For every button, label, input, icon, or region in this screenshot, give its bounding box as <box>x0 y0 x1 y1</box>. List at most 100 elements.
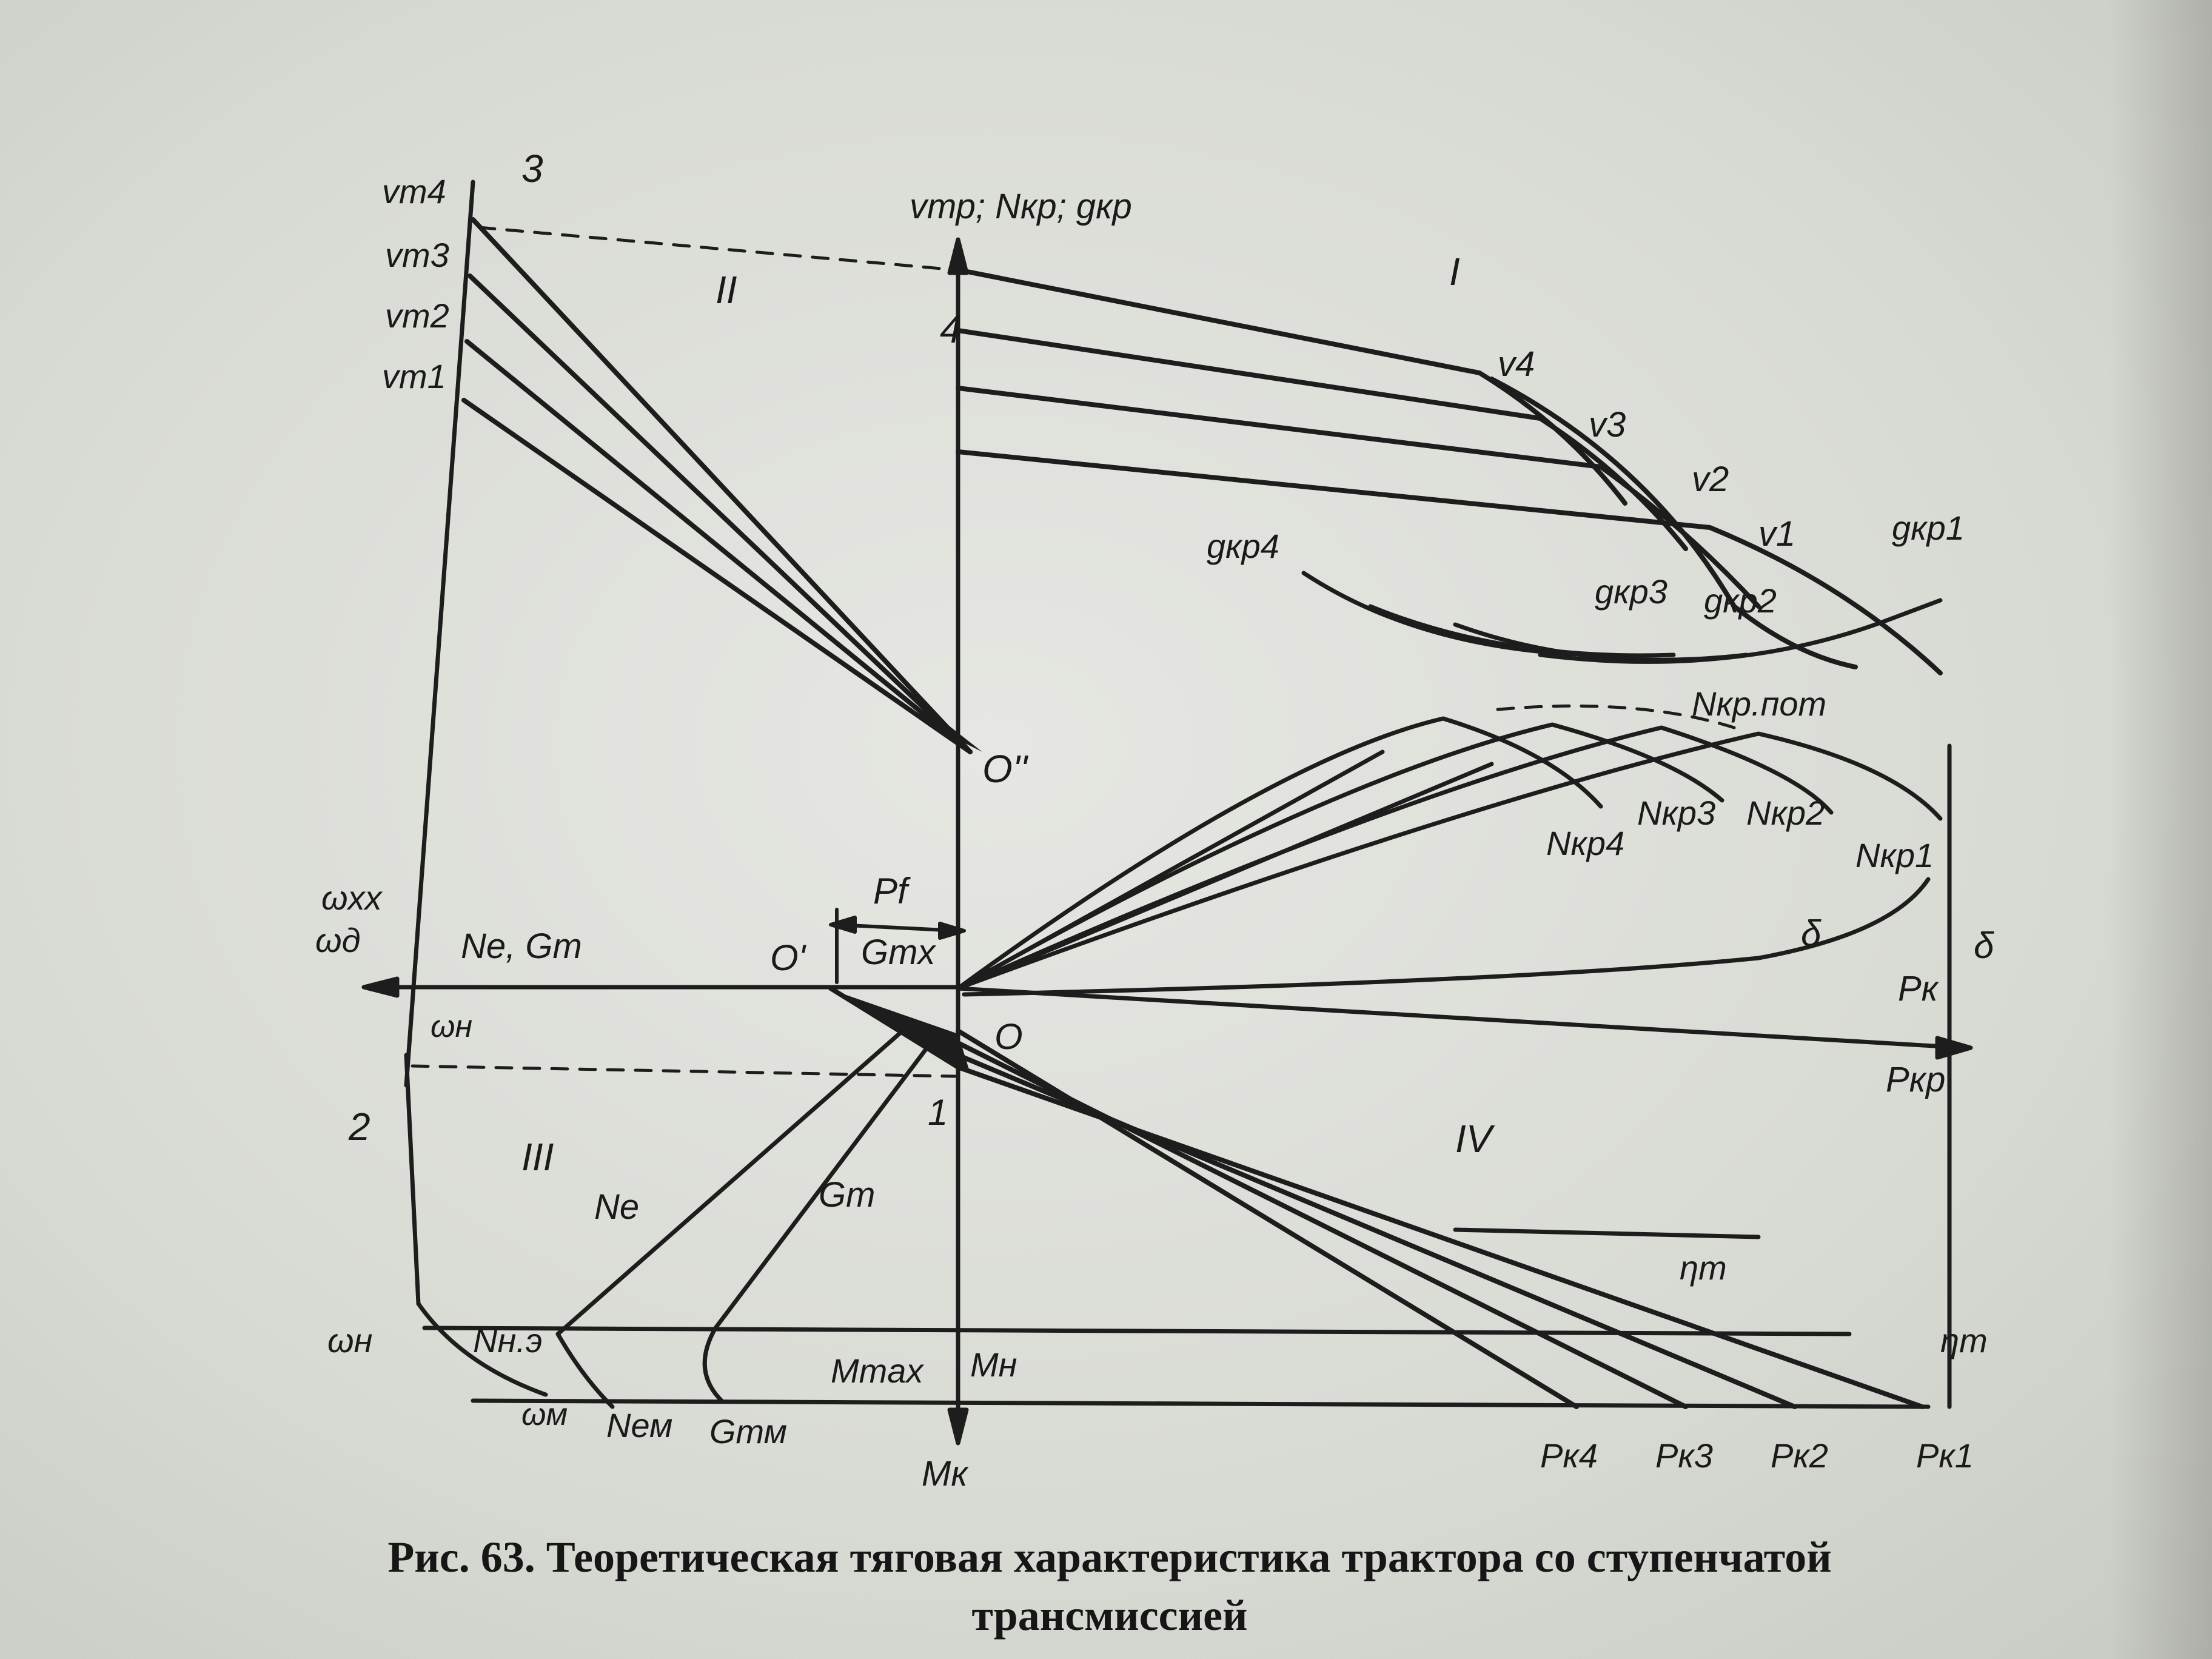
label-eta-axis: ηт <box>1940 1321 1988 1359</box>
label-gt: Gт <box>819 1175 875 1215</box>
pf-marker <box>829 908 966 984</box>
nkr-fan-2 <box>956 762 1494 991</box>
label-gkr1: gкр1 <box>1892 509 1965 547</box>
dashed-arc-nkr-pot <box>1496 704 1736 729</box>
label-o: O <box>994 1016 1023 1057</box>
label-v3: v3 <box>1589 405 1626 444</box>
figure-caption: Рис. 63. Теоретическая тяговая характери… <box>230 1528 1989 1644</box>
label-pk2: Pк2 <box>1771 1436 1828 1475</box>
label-delta-curve: δ <box>1801 913 1822 954</box>
mmax-line <box>471 1398 1931 1409</box>
label-nkr-pot: Nкр.пот <box>1692 685 1826 723</box>
oprime-prime-node <box>897 685 982 752</box>
eta-line <box>1453 1227 1761 1239</box>
dashed-line-top <box>477 226 957 272</box>
label-quadrant-ii: II <box>716 268 737 312</box>
label-pkr: Pкр <box>1886 1060 1945 1099</box>
label-o-prime: O' <box>770 937 807 978</box>
label-gkr2: gкр2 <box>1704 581 1777 620</box>
label-pk1: Pк1 <box>1916 1436 1974 1475</box>
ne-curve-lower <box>555 1332 615 1409</box>
label-nkr4: Nкр4 <box>1546 824 1624 862</box>
label-omega-m: ωм <box>521 1397 568 1432</box>
label-point-2: 2 <box>348 1105 370 1148</box>
vt-axis <box>404 179 475 1088</box>
page-edge-shadow <box>2109 0 2212 1659</box>
label-nkr1: Nкр1 <box>1855 836 1934 874</box>
v1-curve <box>956 449 1943 675</box>
label-o-double-prime: O'' <box>982 747 1029 791</box>
nkr2-curve <box>956 725 1834 991</box>
nkr-fan-1 <box>956 749 1385 991</box>
label-v4: v4 <box>1498 344 1535 384</box>
nkr-curves <box>956 716 1943 991</box>
label-gkr4: gкр4 <box>1207 527 1279 565</box>
caption-line-1: Рис. 63. Теоретическая тяговая характери… <box>387 1533 1832 1581</box>
axes <box>361 179 1973 1446</box>
label-mk: Mк <box>922 1454 969 1493</box>
omega-curve <box>416 1301 548 1397</box>
quadrant-iii-engine-curves <box>416 1022 1931 1409</box>
label-pf: Pf <box>873 871 911 911</box>
v4-curve <box>956 267 1627 506</box>
speed-envelope <box>1489 377 1858 669</box>
label-ne: Nе <box>594 1187 639 1227</box>
label-omega-n: ωн <box>327 1321 372 1359</box>
left-lower-axis <box>404 1053 421 1306</box>
label-axis-top: vтр; Nкр; gкр <box>910 187 1132 226</box>
quadrant-iv-force-rays <box>828 986 1925 1409</box>
delta-curve <box>962 877 1931 997</box>
gt-line <box>702 1028 942 1403</box>
label-omega-d: ωд <box>315 921 361 959</box>
label-ne-gt: Nе, Gт <box>461 927 582 966</box>
label-gtx: Gтх <box>861 933 936 972</box>
label-delta-axis: δ <box>1974 925 1994 966</box>
label-pk3: Pк3 <box>1655 1436 1713 1475</box>
labels: vт4 3 vт3 vт2 vт1 II vтр; Nкр; gкр 4 I v… <box>315 147 1994 1493</box>
mn-line <box>422 1326 1852 1336</box>
label-quadrant-iv: IV <box>1455 1117 1495 1161</box>
label-pk: Pк <box>1898 969 1940 1008</box>
horizontal-axis-arrow-left <box>361 976 400 998</box>
label-vt2: vт2 <box>385 297 449 335</box>
gkr1-curve <box>1538 598 1943 664</box>
label-quadrant-iii: III <box>521 1135 554 1179</box>
label-point-4: 4 <box>940 307 962 351</box>
gkr3-curve <box>1368 604 1676 658</box>
gkr4-curve <box>1301 571 1591 657</box>
label-mn: Mн <box>970 1346 1017 1384</box>
vertical-axis-arrow-bottom <box>947 1407 969 1446</box>
label-nkr3: Nкр3 <box>1637 794 1715 832</box>
nkr4-curve <box>956 716 1603 991</box>
label-eta-line: ηт <box>1680 1248 1727 1287</box>
label-nkr2: Nкр2 <box>1746 794 1825 832</box>
pkr-axis <box>956 986 1967 1050</box>
nkr3-curve <box>956 722 1724 991</box>
label-pk4: Pк4 <box>1540 1436 1598 1475</box>
label-gtm: Gтм <box>709 1412 787 1450</box>
label-v1: v1 <box>1758 514 1795 554</box>
dashed-line-mid <box>411 1064 957 1078</box>
label-quadrant-i: I <box>1449 250 1460 293</box>
label-mmax: Mmax <box>831 1352 924 1390</box>
ne-line <box>555 1022 912 1336</box>
label-gkr3: gкр3 <box>1595 572 1667 611</box>
quadrant-ii-speed-rays <box>461 217 973 754</box>
caption-line-2: трансмиссией <box>971 1591 1248 1640</box>
nkr1-curve <box>956 731 1943 991</box>
label-omega-n-top: ωн <box>431 1009 472 1044</box>
label-nem: Nем <box>606 1406 672 1444</box>
label-point-1: 1 <box>928 1092 948 1133</box>
quadrant-i-speed-curves <box>956 267 1943 675</box>
label-n-ne: Nн.э <box>473 1321 542 1359</box>
label-v2: v2 <box>1692 460 1729 499</box>
label-vt3: vт3 <box>385 236 449 274</box>
label-vt1: vт1 <box>382 357 446 395</box>
pkr-axis-arrow <box>1935 1036 1973 1060</box>
gkr-curves <box>1301 571 1943 664</box>
label-vt4: vт4 <box>382 172 446 210</box>
label-point-3: 3 <box>521 147 543 190</box>
label-omega-xx: ωxx <box>321 879 383 917</box>
